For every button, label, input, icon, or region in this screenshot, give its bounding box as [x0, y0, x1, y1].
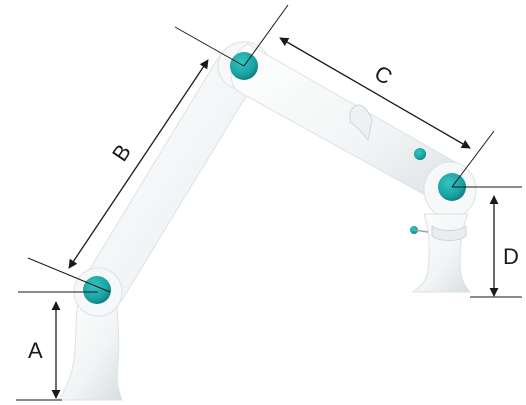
dimension-c-arrow: [279, 37, 471, 149]
label-d: D: [503, 244, 519, 269]
dimension-arrows: [51, 37, 499, 399]
right-base-collar: [431, 225, 467, 241]
upper-arm-knob: [414, 148, 426, 160]
label-b: B: [107, 140, 136, 166]
right-base-column: [411, 213, 472, 293]
arm-body: [56, 41, 477, 401]
reference-lines: [16, 4, 522, 401]
left-joint-cap: [83, 276, 111, 304]
label-c: C: [370, 60, 396, 90]
dimension-b-arrow: [68, 59, 209, 269]
label-a: A: [28, 338, 43, 363]
lower-arm-segment: [81, 51, 263, 306]
